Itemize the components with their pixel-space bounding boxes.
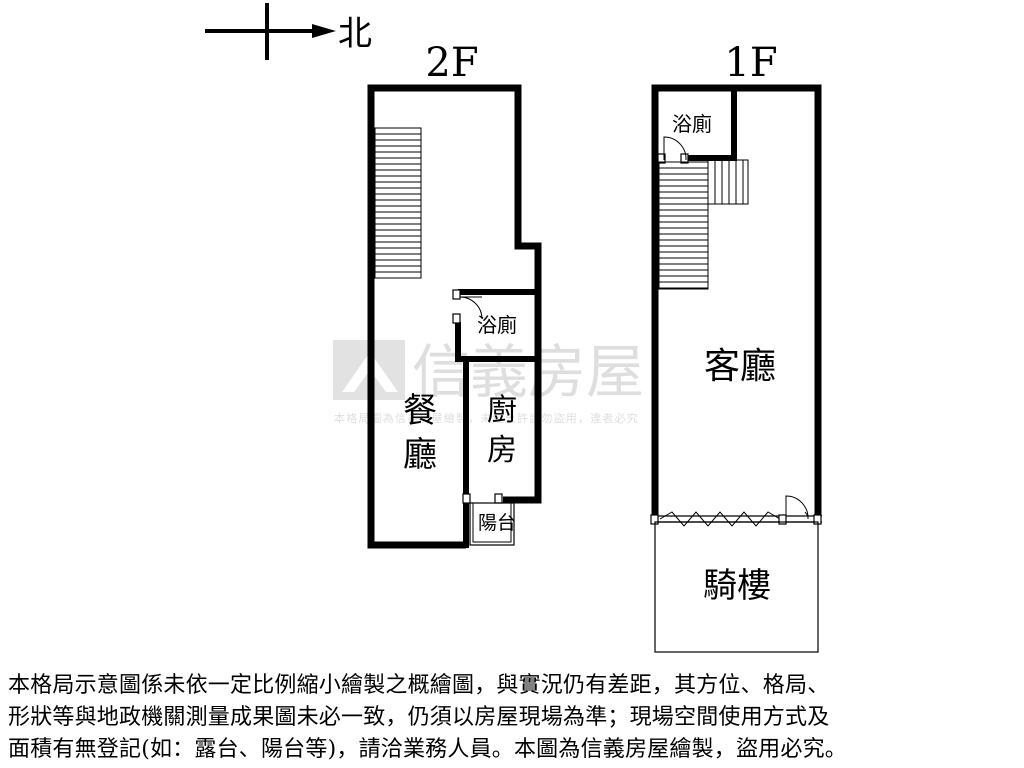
stair-outline xyxy=(707,159,749,205)
disclaimer: 本格局示意圖係未依一定比例縮小繪製之概繪圖，與實況仍有差距，其方位、格局、 形狀… xyxy=(8,670,1018,766)
disclaimer-line-3: 面積有無登記(如：露台、陽台等)，請洽業務人員。本圖為信義房屋繪製，盜用必究。 xyxy=(8,737,847,762)
floor-title-1f: 1F xyxy=(724,40,777,86)
stair-outline xyxy=(658,161,709,290)
floor-1f: 浴廁 客廳 騎樓 xyxy=(650,84,822,653)
floor-1f-small-stairs xyxy=(707,159,749,205)
compass-arrow-head xyxy=(312,24,336,38)
floor-2f-stairs xyxy=(374,127,422,279)
floor-2f-kitchen-label-1: 廚 xyxy=(487,393,517,428)
floor-2f-dining-label-2: 廳 xyxy=(403,435,437,475)
floor-1f-bath-door xyxy=(657,136,689,164)
floor-plan: 北 2F 1F 信義房屋 本格局圖為信義房屋繪製，未經允許請勿盜用，違者必究 xyxy=(205,3,822,653)
watermark-notice: 本格局圖為信義房屋繪製，未經允許請勿盜用，違者必究 xyxy=(334,411,639,425)
floor-2f-bathroom-label: 浴廁 xyxy=(477,313,517,337)
floor-1f-living-label: 客廳 xyxy=(704,346,776,387)
disclaimer-line-1: 本格局示意圖係未依一定比例縮小繪製之概繪圖，與實況仍有差距，其方位、格局、 xyxy=(8,673,830,698)
compass: 北 xyxy=(205,3,372,60)
floor-2f-balcony xyxy=(462,493,515,546)
watermark: 信義房屋 本格局圖為信義房屋繪製，未經允許請勿盜用，違者必究 xyxy=(333,338,644,425)
floor-2f-bath-door xyxy=(452,289,483,324)
floor-2f: 浴廁 餐 廳 廚 房 陽台 xyxy=(367,84,542,549)
floor-1f-arcade-outline xyxy=(654,521,819,653)
floor-1f-stairs xyxy=(658,161,709,290)
floor-1f-arcade-label: 騎樓 xyxy=(703,566,771,606)
stair-outline xyxy=(374,127,422,279)
floor-2f-kitchen-label-2: 房 xyxy=(487,433,517,468)
floor-title-2f: 2F xyxy=(425,40,478,86)
compass-north-label: 北 xyxy=(338,14,372,54)
watermark-logo-mark xyxy=(342,352,398,392)
disclaimer-line-2: 形狀等與地政機關測量成果圖未必一致，仍須以房屋現場為準；現場空間使用方式及 xyxy=(8,705,830,730)
floor-1f-bathroom-label: 浴廁 xyxy=(672,112,712,136)
floor-2f-outer-wall xyxy=(367,84,542,549)
floor-2f-balcony-label: 陽台 xyxy=(478,512,516,534)
floor-2f-dining-label-1: 餐 xyxy=(403,391,437,431)
watermark-brand: 信義房屋 xyxy=(412,338,644,406)
